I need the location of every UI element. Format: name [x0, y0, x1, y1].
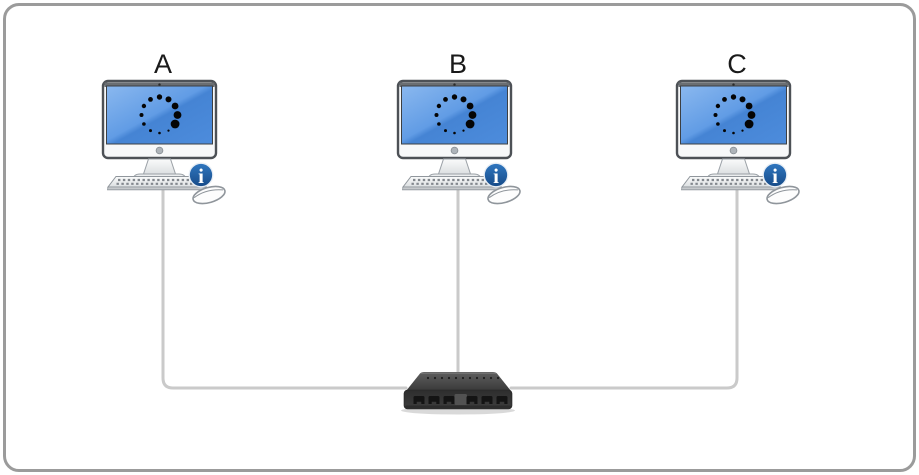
ethernet-port-icon: [413, 396, 425, 404]
switch-vents: [426, 376, 500, 380]
switch-top-face: [406, 372, 511, 391]
cable-a-to-switch: [161, 188, 408, 390]
computer-node-b[interactable]: [396, 79, 524, 208]
cable-c-to-switch: [509, 188, 739, 390]
switch-bottom-shade: [405, 405, 511, 409]
ethernet-port-icon: [443, 396, 455, 404]
switch-ports: [413, 396, 508, 404]
node-label-a: A: [153, 49, 173, 79]
network-cables: [161, 188, 739, 390]
ethernet-port-icon: [496, 396, 508, 404]
ethernet-switch-icon[interactable]: [401, 372, 515, 415]
ethernet-port-icon: [428, 396, 440, 404]
ethernet-port-icon: [466, 396, 478, 404]
node-label-c: C: [727, 49, 747, 79]
node-label-b: B: [448, 49, 468, 79]
computer-node-c[interactable]: [675, 79, 803, 208]
ethernet-port-icon: [481, 396, 493, 404]
computer-node-a[interactable]: [101, 79, 229, 208]
switch-label-strip: [454, 394, 467, 405]
